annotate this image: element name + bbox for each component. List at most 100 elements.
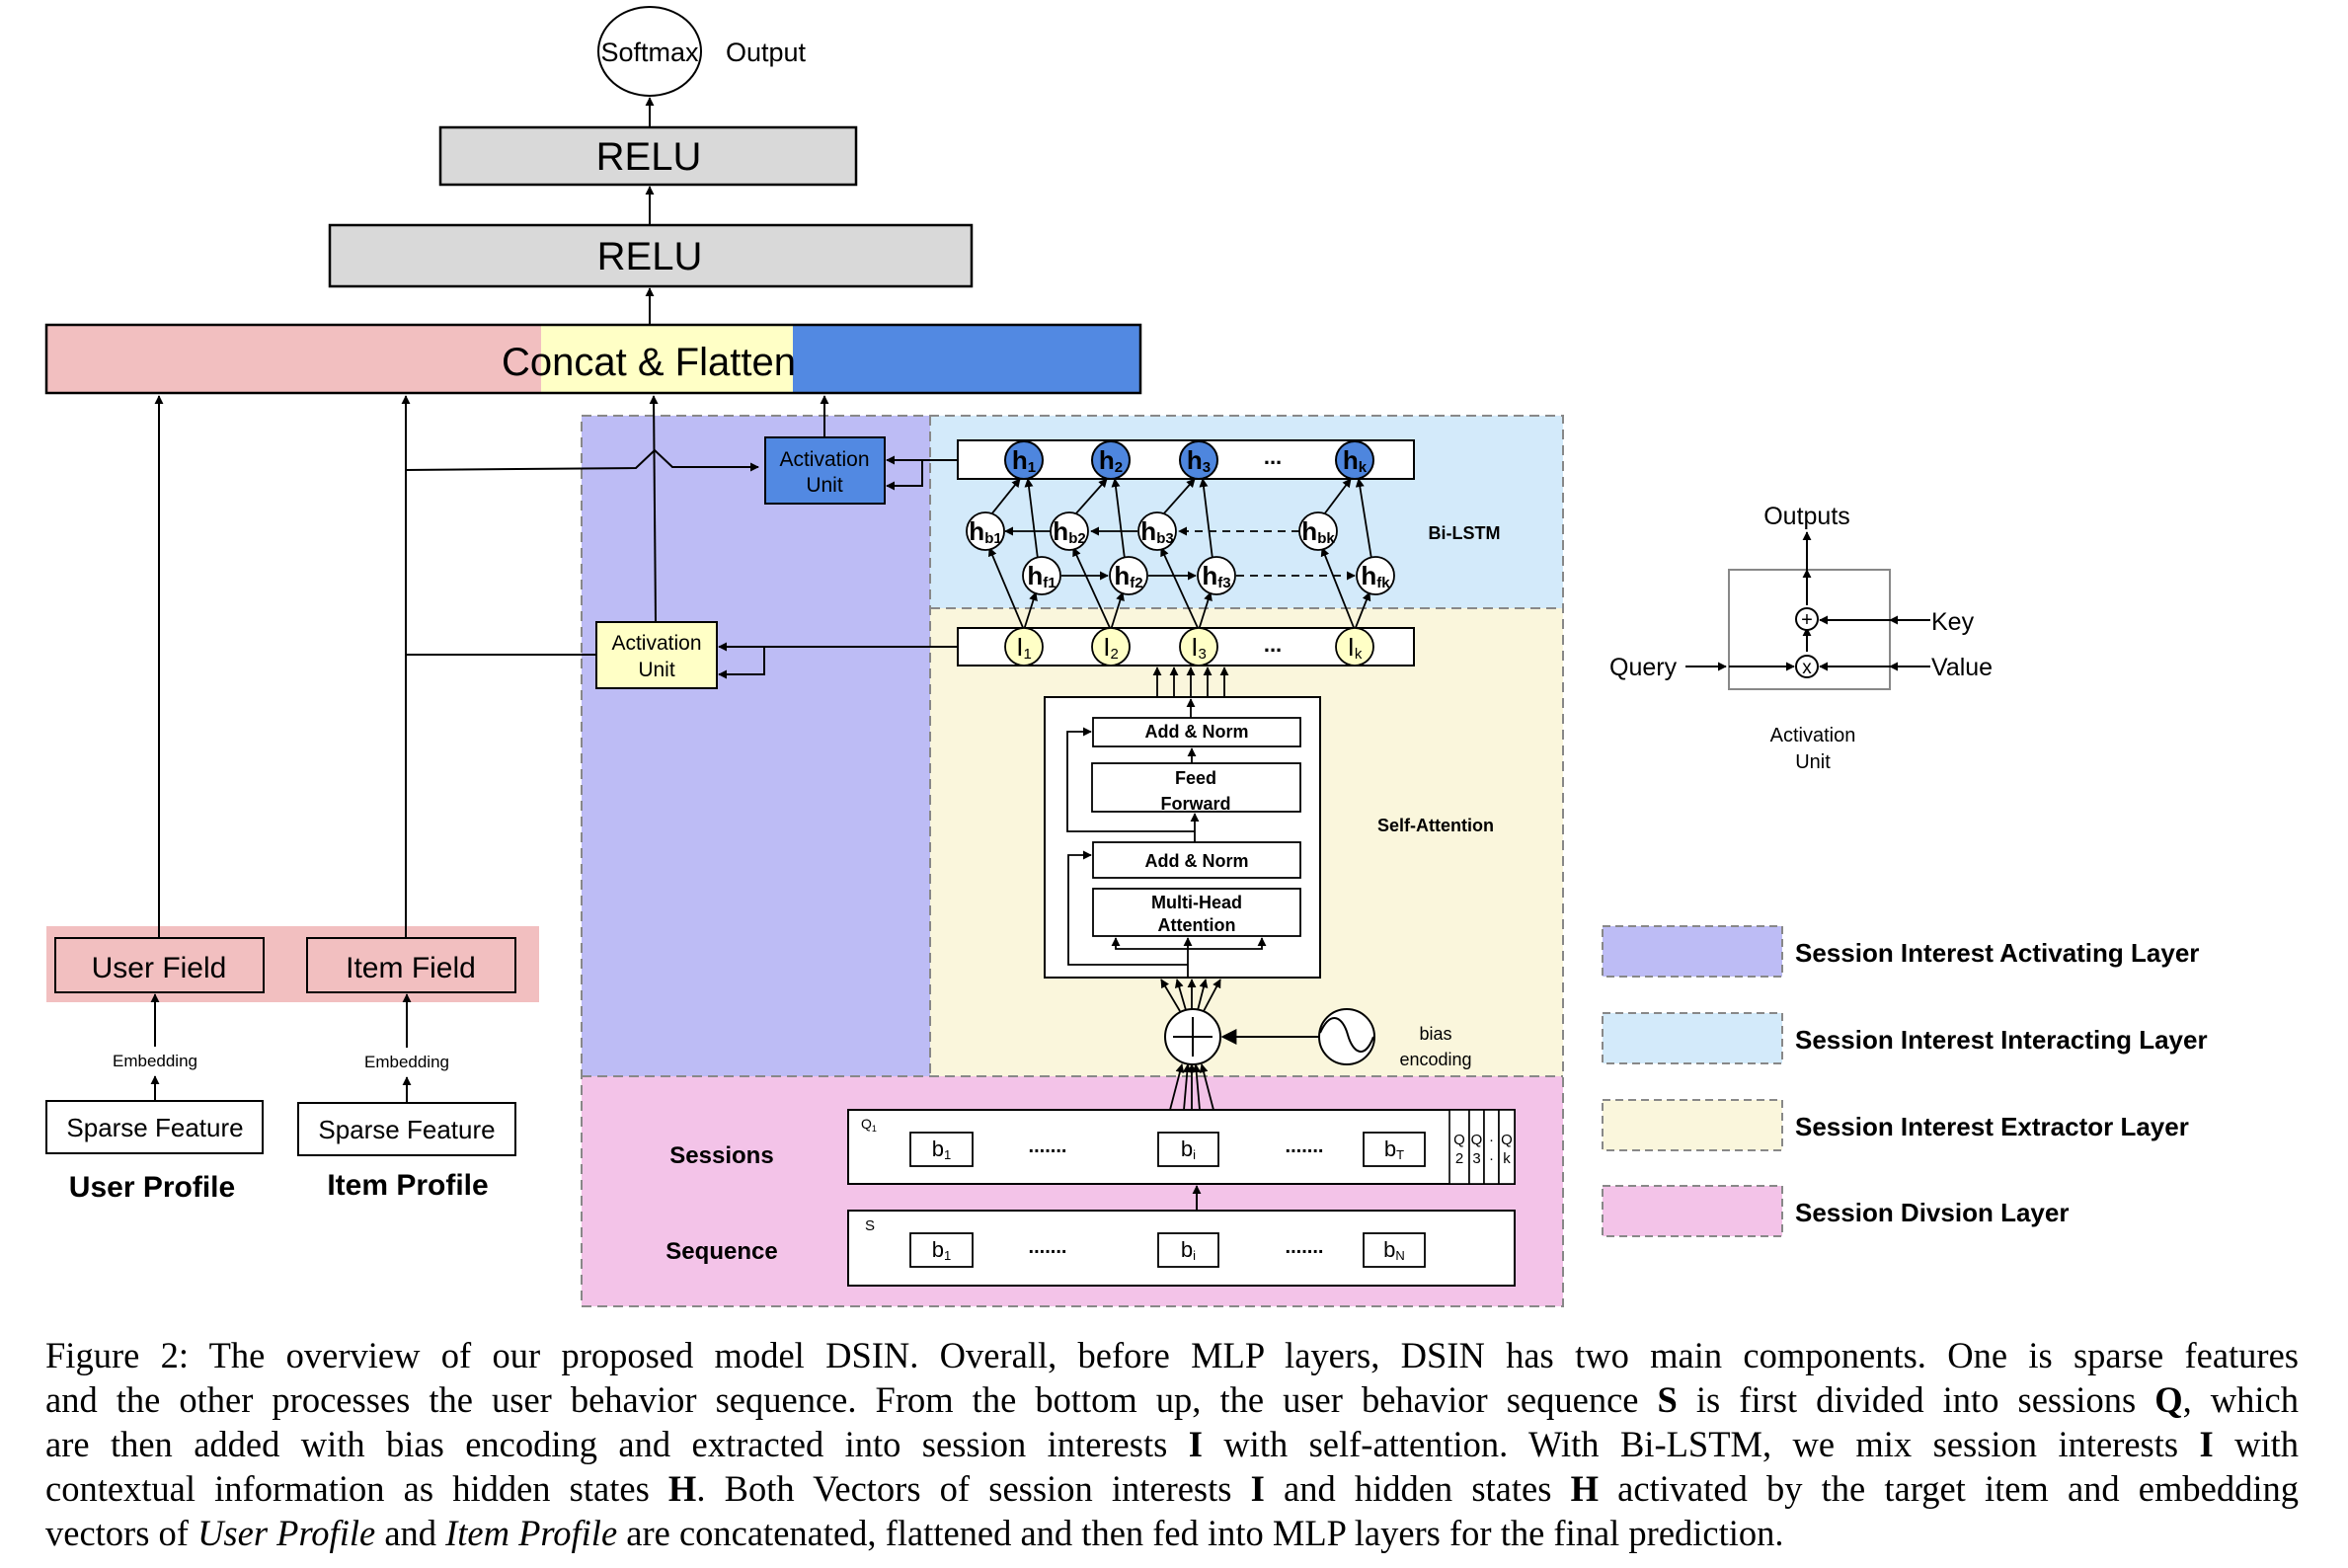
interest-node <box>1179 627 1218 666</box>
other-session-bottom: k <box>1503 1150 1511 1167</box>
session-behavior-box-label: bi <box>1181 1137 1196 1162</box>
sequence-behavior-box <box>1157 1232 1219 1268</box>
feed-forward-label-1: Feed <box>1175 768 1216 788</box>
hidden-state-node <box>1335 440 1374 480</box>
multi-head-attention-box <box>1092 888 1301 937</box>
hidden-state-node <box>1179 440 1218 480</box>
interest-to-forward-edge <box>1110 591 1125 631</box>
hidden-to-blue-activation-arrow-2 <box>886 460 923 491</box>
bias-label-1: bias <box>1419 1024 1451 1044</box>
sessions-to-sum-arrow <box>1182 1063 1192 1111</box>
add-norm-top-box <box>1092 717 1301 747</box>
yellow-activation-label-2: Unit <box>638 659 675 681</box>
other-session-top: Q <box>1501 1132 1513 1148</box>
hidden-state-label: h1 <box>1012 445 1036 476</box>
interest-to-forward-edge <box>1354 591 1371 631</box>
forward-state-node <box>1356 556 1395 595</box>
interest-to-backward-edge <box>988 547 1025 631</box>
sine-wave-node <box>1318 1008 1375 1065</box>
interest-to-backward-edge <box>1072 547 1112 631</box>
backward-to-hidden-edge <box>990 478 1021 515</box>
sequence-tag: S <box>865 1217 875 1234</box>
item-embedding-label: Embedding <box>364 1053 449 1071</box>
sessions-to-sum-arrow <box>1169 1063 1185 1111</box>
detail-title-1: Activation <box>1770 725 1856 746</box>
interest-label: Ik <box>1348 632 1363 663</box>
other-session-bottom: 3 <box>1472 1150 1480 1167</box>
hidden-state-label: h2 <box>1099 445 1123 476</box>
sequence-behavior-box-label: bi <box>1181 1237 1196 1263</box>
legend-swatch <box>1602 925 1783 978</box>
backward-to-hidden-edge <box>1074 478 1108 515</box>
item-ellipsis: ....... <box>1286 1136 1324 1157</box>
other-session-bottom: · <box>1489 1150 1494 1167</box>
concat-flatten-label: Concat & Flatten <box>502 341 796 384</box>
backward-to-hidden-edge <box>1162 478 1196 515</box>
backward-state-node <box>1137 511 1177 551</box>
residual-top <box>1066 727 1195 832</box>
forward-state-node <box>1022 556 1061 595</box>
other-session-top: Q <box>1453 1132 1465 1148</box>
interest-label: I2 <box>1103 632 1119 663</box>
figure-caption: Figure 2: The overview of our proposed m… <box>45 1333 2299 1555</box>
item-profile-label: Item Profile <box>327 1169 488 1202</box>
forward-to-hidden-edge <box>1199 478 1213 560</box>
backward-state-label: hb3 <box>1140 516 1173 547</box>
hidden-state-label: hk <box>1343 445 1368 476</box>
caption-line: Figure 2: The overview of our proposed m… <box>45 1335 2299 1375</box>
forward-to-hidden-edge <box>1111 478 1126 560</box>
caption-line: and the other processes the user behavio… <box>45 1379 2300 1420</box>
residual-bottom <box>1067 850 1188 966</box>
sessions-to-sum-arrow <box>1199 1063 1214 1111</box>
mha-input-right <box>1188 937 1267 950</box>
forward-to-hidden-edge <box>1024 478 1039 560</box>
multi-head-label-1: Multi-Head <box>1151 893 1242 912</box>
sessions-label: Sessions <box>669 1142 773 1169</box>
mlp-stack: Softmax Output RELU RELU Concat & Flatte… <box>44 6 1142 395</box>
activation-unit-detail: Outputs + x Key Value Query Activation U… <box>1609 503 1993 773</box>
user-embedding-label: Embedding <box>113 1052 197 1070</box>
relu-top-label: RELU <box>596 135 702 179</box>
yellow-activation-unit <box>595 621 718 689</box>
interests-to-yellow-activation-arrow-2 <box>718 647 765 679</box>
sequence-behavior-box <box>1363 1232 1426 1268</box>
user-field-label: User Field <box>92 952 227 984</box>
detail-query-label: Query <box>1609 654 1678 681</box>
sum-to-sa-arrow <box>1160 979 1181 1012</box>
legend-swatch <box>1602 1012 1783 1064</box>
yellow-activation-to-concat-arrow <box>649 395 659 623</box>
backward-state-label: hbk <box>1301 516 1335 547</box>
feed-forward-label-2: Forward <box>1160 794 1230 814</box>
forward-to-hidden-edge <box>1355 478 1372 560</box>
user-field-box <box>54 937 265 993</box>
detail-title-2: Unit <box>1795 751 1831 773</box>
user-sparse-feature-box <box>45 1100 264 1154</box>
detail-times-symbol: x <box>1802 658 1812 678</box>
interest-to-backward-edge <box>1320 547 1356 631</box>
relu-bottom-label: RELU <box>597 235 703 278</box>
item-ellipsis: ....... <box>1029 1236 1067 1258</box>
caption-line: contextual information as hidden states … <box>45 1468 2299 1509</box>
bias-sum: bias encoding <box>1160 979 1472 1111</box>
mha-input-left <box>1111 937 1188 950</box>
interest-label: I3 <box>1191 632 1207 663</box>
forward-state-node <box>1197 556 1236 595</box>
self-attention-to-interests-arrows <box>1152 666 1229 697</box>
blue-activation-label-2: Unit <box>806 474 843 497</box>
item-ellipsis: ....... <box>1029 1136 1067 1157</box>
activation-units: Activation Unit Activation Unit <box>595 395 958 689</box>
item-ellipsis: ....... <box>1286 1236 1324 1258</box>
backward-state-label: hb1 <box>969 516 1001 547</box>
backward-to-hidden-edge <box>1323 478 1352 515</box>
sum-to-sa-arrow <box>1197 979 1209 1011</box>
session-interest-activating-region <box>582 416 930 1076</box>
add-norm-bottom-box <box>1092 841 1301 879</box>
other-session-top: Q <box>1471 1132 1483 1148</box>
backward-state-node <box>966 511 1005 551</box>
